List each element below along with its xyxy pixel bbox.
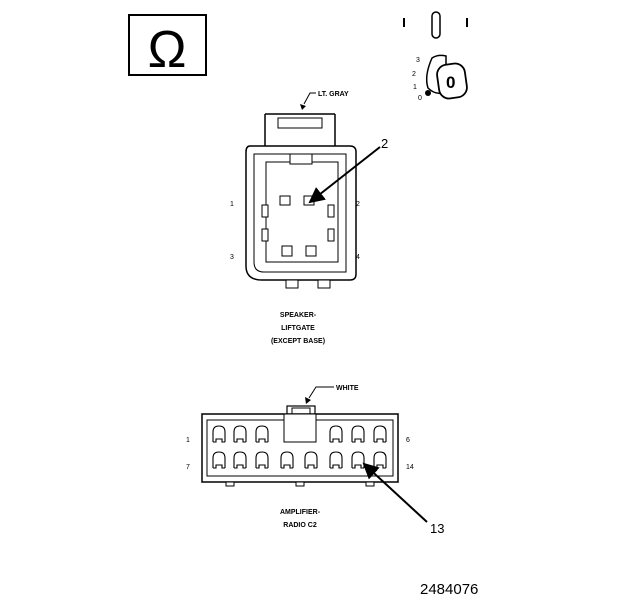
speaker-pin-4: 4 — [356, 254, 360, 261]
speaker-wire-color: LT. GRAY — [318, 91, 349, 98]
speaker-pin-3: 3 — [230, 254, 234, 261]
ohm-symbol: Ω — [148, 21, 187, 79]
speaker-callout: 2 — [381, 136, 388, 151]
key-label: 0 — [446, 73, 455, 92]
speaker-caption-line-2: LIFTGATE — [281, 325, 315, 332]
amplifier-radio-connector: WHITE 1 6 7 14 13 AMPLIFIER- RADIO C2 — [186, 385, 444, 536]
speaker-caption-line-3: (EXCEPT BASE) — [271, 338, 325, 345]
amplifier-pin-14: 14 — [406, 464, 414, 471]
amplifier-pin-6: 6 — [406, 437, 410, 444]
amplifier-caption-line-2: RADIO C2 — [283, 522, 317, 529]
amplifier-callout: 13 — [430, 521, 444, 536]
figure-number: 2484076 — [420, 581, 478, 598]
ohmmeter-icon: Ω — [128, 14, 207, 79]
speaker-liftgate-connector: LT. GRAY 1 2 3 4 2 SPEAKER- LIFTGATE (EX… — [230, 91, 388, 345]
switch-position-2: 2 — [412, 71, 416, 78]
speaker-caption-line-1: SPEAKER- — [280, 312, 317, 319]
amplifier-caption-line-1: AMPLIFIER- — [280, 509, 321, 516]
amplifier-wire-color: WHITE — [336, 385, 359, 392]
amplifier-pin-1: 1 — [186, 437, 190, 444]
switch-position-3: 3 — [416, 57, 420, 64]
ignition-switch-icon: 3 2 1 0 0 — [403, 11, 468, 102]
amplifier-pin-7: 7 — [186, 464, 190, 471]
speaker-pin-1: 1 — [230, 201, 234, 208]
switch-position-0: 0 — [418, 95, 422, 102]
switch-position-1: 1 — [413, 84, 417, 91]
speaker-pin-2: 2 — [356, 201, 360, 208]
